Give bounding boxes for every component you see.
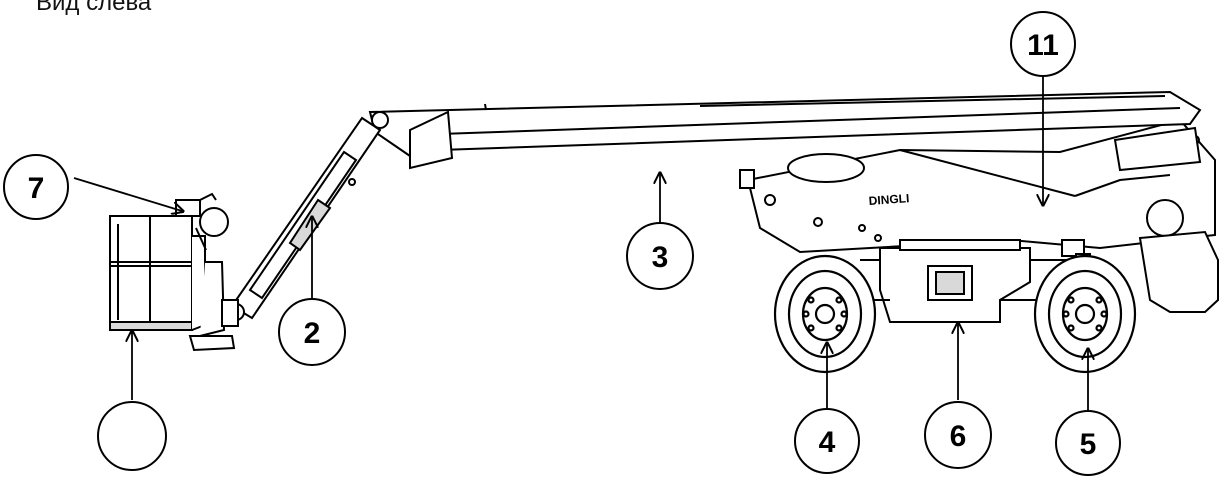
callout-7: 7 (3, 154, 69, 220)
callout-6: 6 (924, 401, 992, 469)
callout-3: 3 (626, 222, 694, 290)
callout-11-label: 11 (1027, 29, 1059, 62)
callout-4: 4 (794, 408, 860, 474)
work-platform (109, 192, 239, 352)
view-label: Вид слева (36, 0, 152, 16)
callout-11: 11 (1010, 11, 1076, 77)
rear-wheel (1033, 254, 1137, 374)
counterweight (1138, 230, 1219, 313)
callout-4-label: 4 (819, 426, 836, 459)
callout-7-label: 7 (28, 172, 45, 205)
jib-boom (227, 116, 382, 321)
turret (739, 118, 1216, 257)
leader-7 (73, 177, 182, 211)
callout-6-label: 6 (950, 420, 967, 453)
brand-mark: DINGLI (868, 191, 910, 208)
callout-5-label: 5 (1080, 428, 1097, 461)
callout-5: 5 (1055, 410, 1121, 476)
callout-2: 2 (278, 298, 346, 366)
callout-1 (97, 401, 167, 471)
callout-3-label: 3 (652, 241, 669, 274)
callout-2-label: 2 (304, 317, 321, 350)
front-wheel (773, 254, 877, 374)
main-boom (368, 90, 1202, 170)
